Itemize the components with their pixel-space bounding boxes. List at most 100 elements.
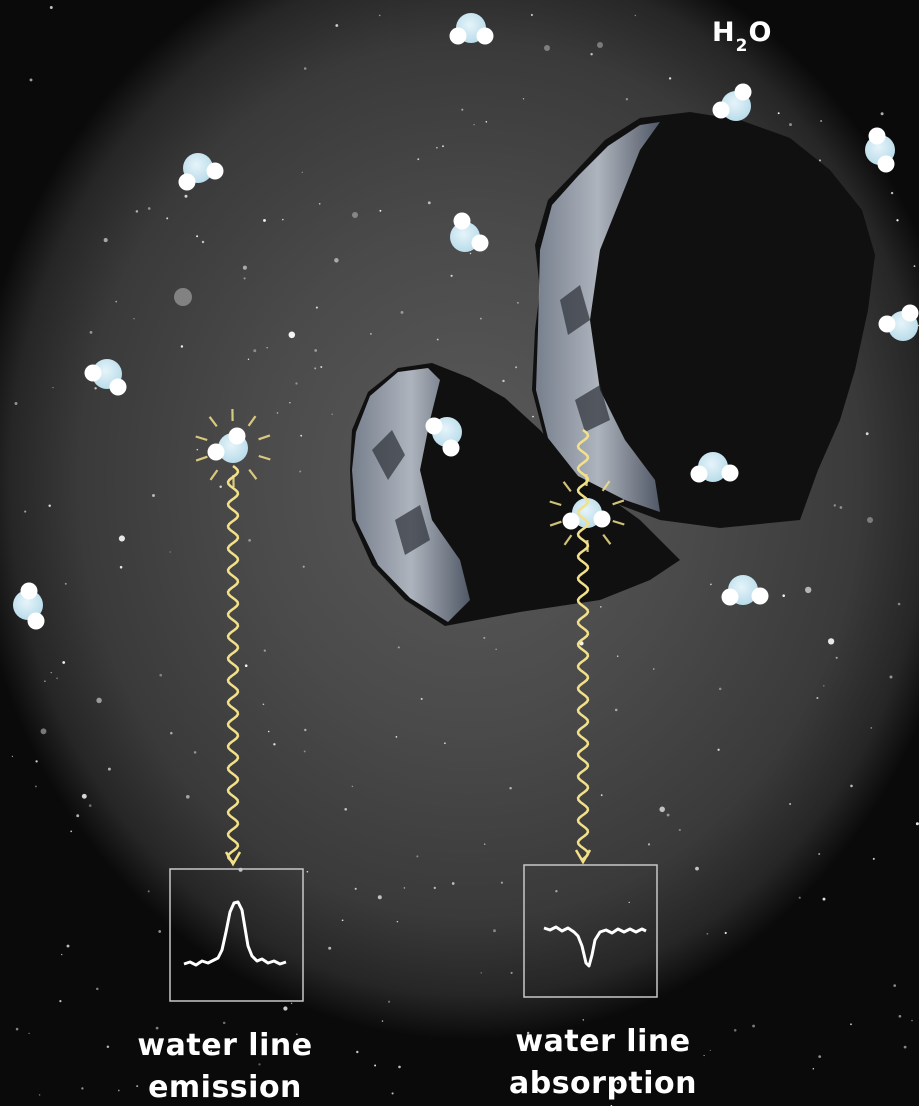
star [335,24,339,27]
star [300,434,303,437]
star [303,67,307,70]
absorption-label-line2: absorption [508,1066,698,1101]
star [835,656,838,659]
star [147,207,151,210]
star [351,785,354,788]
star [695,866,699,871]
star [304,728,307,732]
star [295,382,298,385]
star [420,697,423,700]
star [344,807,348,811]
star [166,217,169,220]
emission-label: water line emission [110,1025,340,1106]
star [530,13,533,17]
star [893,984,896,987]
star [119,565,123,569]
star [263,649,266,652]
glow-ray-icon [549,473,625,553]
star [833,504,836,507]
emission-panel-frame [169,868,304,1002]
star [616,1081,620,1085]
star [911,1019,913,1022]
formula-o: O [748,17,772,48]
star [752,1024,756,1028]
star [820,120,822,122]
star [296,1033,298,1035]
star [495,648,497,650]
emission-spectrum-panel [169,868,304,1002]
star [266,347,268,349]
emission-label-line2: emission [148,1070,302,1105]
star [70,830,73,833]
comet-large-lobe [532,112,875,528]
star [450,274,453,277]
star [789,803,792,805]
star [818,852,821,856]
star [777,112,780,115]
star [29,78,33,82]
star [378,14,381,17]
star [880,112,884,116]
star [44,680,46,682]
star [314,349,318,352]
star [733,1029,737,1032]
star [717,748,720,751]
star [479,317,482,320]
star [52,386,54,389]
star [516,301,519,304]
star [320,365,323,369]
water-molecule-icon [449,13,494,45]
star [159,673,162,677]
star [444,742,446,745]
star [400,310,404,314]
water-molecule-icon [84,359,127,396]
star [827,638,835,645]
star [152,494,155,497]
bright-star [544,45,550,51]
water-molecule-icon [712,83,752,121]
star [515,366,518,369]
star [818,159,822,162]
star [634,14,637,17]
star [136,1085,139,1088]
emission-arrow-head [224,851,242,867]
water-molecule-icon [721,575,769,606]
star [502,379,505,383]
star [135,210,139,213]
star [244,664,248,667]
star [599,606,602,608]
star [243,277,246,280]
star [519,1075,523,1079]
star [850,1023,852,1026]
star [34,785,37,788]
star [436,146,438,149]
star [169,551,171,553]
star [782,594,785,597]
star [180,345,184,348]
star [193,751,197,754]
star [289,402,291,404]
star [816,696,819,700]
star [115,300,118,303]
star [678,828,681,832]
star [117,1089,120,1092]
star [461,108,464,111]
star [155,1026,159,1030]
star [303,750,306,753]
star [379,209,382,212]
absorption-panel-frame [523,864,658,998]
star [96,697,102,704]
star [263,218,266,222]
water-molecule-icon [878,304,919,341]
star [306,870,309,873]
star [50,671,52,674]
star [614,708,618,712]
star [103,238,108,243]
formula-h: H [712,17,735,48]
star [582,1019,584,1021]
star [625,98,629,101]
star [522,98,525,100]
star [210,1049,213,1052]
star [267,730,270,733]
